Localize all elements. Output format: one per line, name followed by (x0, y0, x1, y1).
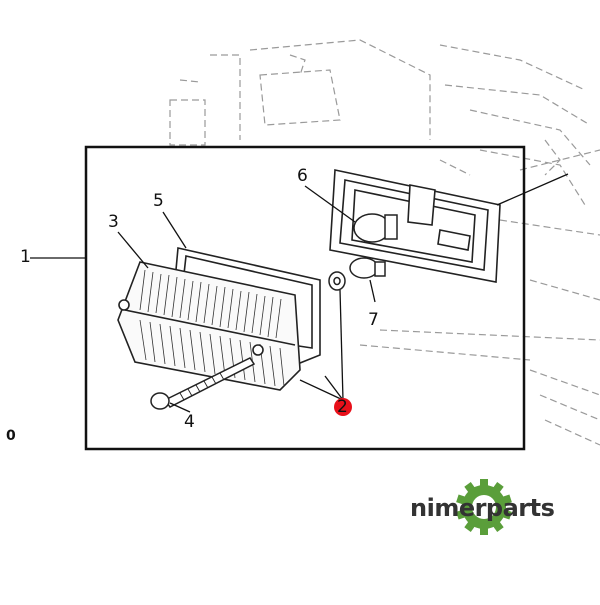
nimerparts-logo: nimerparts (404, 472, 564, 542)
callout-7: 7 (368, 310, 379, 330)
callout-5: 5 (153, 191, 164, 211)
gear-icon (456, 479, 512, 535)
grommet (328, 271, 346, 291)
bulb-small (349, 257, 386, 279)
mounting-screw (150, 357, 256, 410)
callout-3: 3 (108, 212, 119, 232)
leader-lines (30, 173, 569, 413)
callout-4: 4 (184, 412, 195, 432)
detail-frame (84, 145, 526, 451)
bulb-holder-housing (329, 169, 501, 283)
callout-1: 1 (20, 247, 31, 267)
callout-6: 6 (297, 166, 308, 186)
callout-2: 2 (337, 397, 348, 417)
background-tractor-sketch (169, 39, 600, 446)
highlight-marker (334, 398, 352, 416)
lamp-lens (117, 261, 301, 391)
bulb-large (353, 213, 398, 243)
page-marker: 0 (6, 428, 16, 444)
brand-name: nimerparts (410, 494, 555, 522)
